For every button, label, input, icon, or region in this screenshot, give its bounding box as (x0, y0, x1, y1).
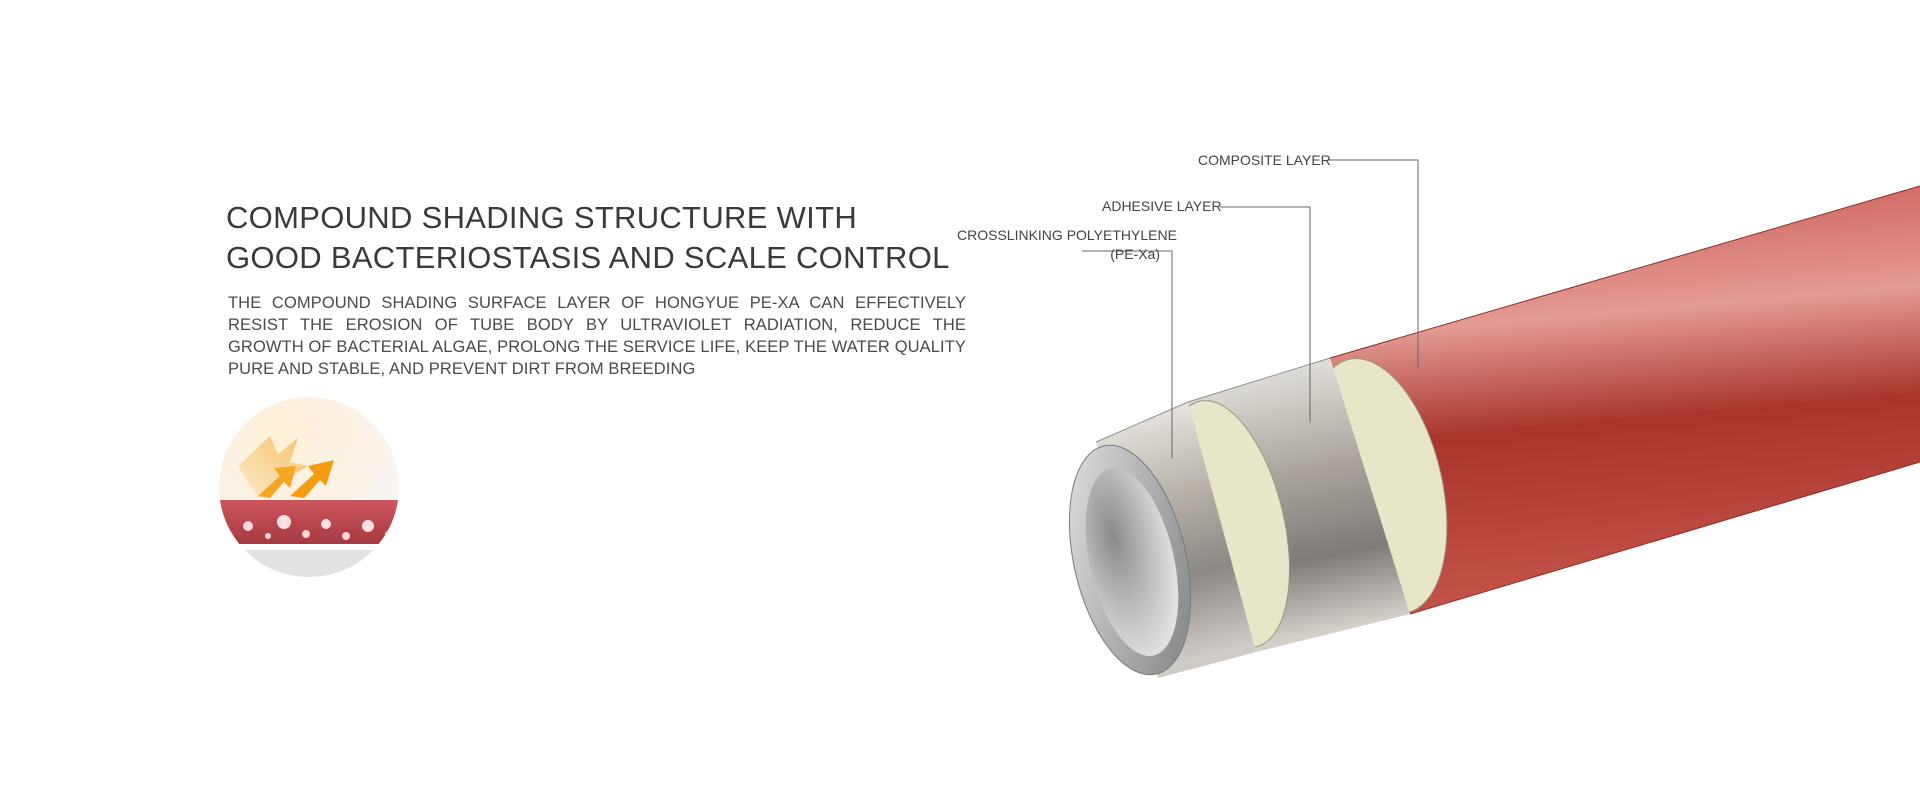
pexa-layer-label: CROSSLINKING POLYETHYLENE (PE-Xa) (957, 226, 1177, 264)
pexa-label-line-1: CROSSLINKING POLYETHYLENE (957, 227, 1177, 243)
headline-line-1: COMPOUND SHADING STRUCTURE WITH (226, 200, 858, 235)
headline: COMPOUND SHADING STRUCTURE WITH GOOD BAC… (226, 198, 986, 278)
adhesive-layer-label: ADHESIVE LAYER (1102, 198, 1222, 214)
description: THE COMPOUND SHADING SURFACE LAYER OF HO… (228, 294, 966, 378)
composite-layer-shape (1329, 185, 1920, 615)
composite-layer-label: COMPOSITE LAYER (1198, 152, 1331, 168)
pexa-label-line-2: (PE-Xa) (1110, 246, 1160, 262)
uv-shield-icon (219, 397, 399, 577)
pipe-bore (1085, 467, 1179, 657)
leader-lines (1082, 159, 1419, 458)
headline-line-2: GOOD BACTERIOSTASIS AND SCALE CONTROL (226, 240, 950, 275)
